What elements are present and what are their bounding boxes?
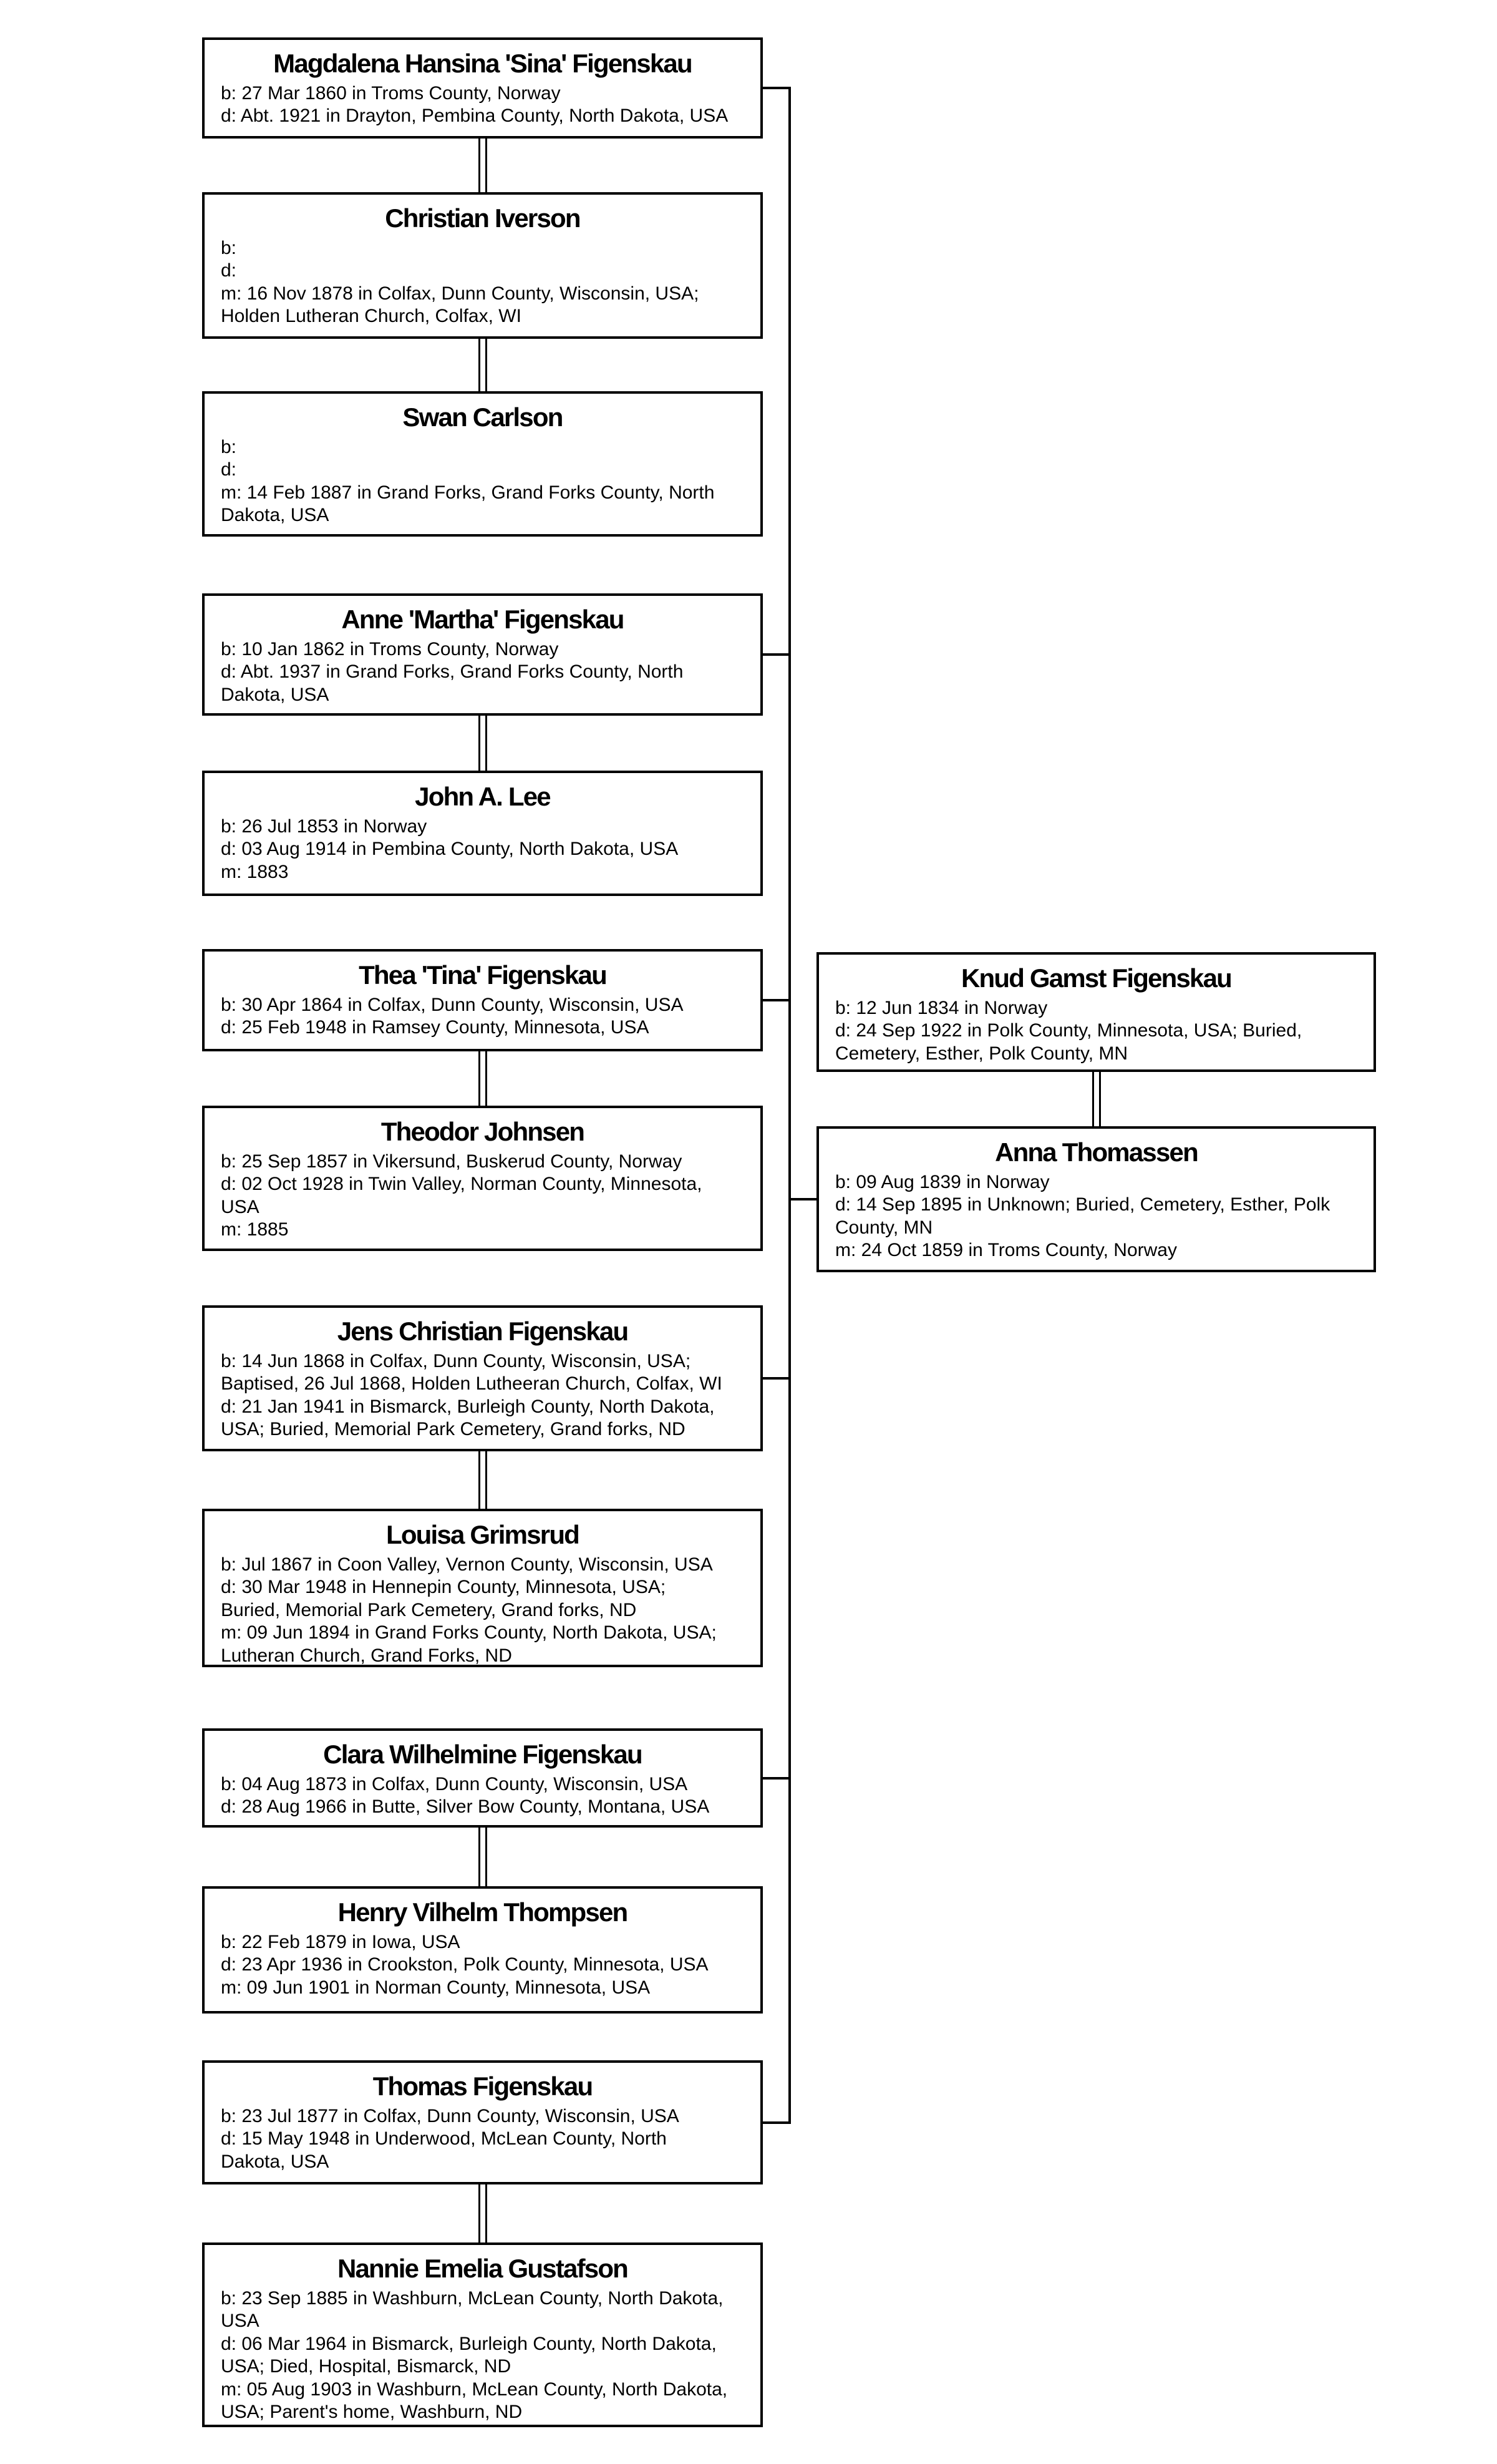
person-detail-line: b: 30 Apr 1864 in Colfax, Dunn County, W… (221, 994, 684, 1015)
person-box-theodor-johnsen[interactable]: Theodor Johnsen b: 25 Sep 1857 in Vikers… (202, 1106, 763, 1251)
person-name: Anna Thomassen (995, 1137, 1199, 1167)
child-connector-line (760, 653, 791, 656)
person-detail-line: b: (221, 436, 237, 457)
person-name: Henry Vilhelm Thompsen (337, 1897, 629, 1927)
person-detail-line: Buried, Memorial Park Cemetery, Grand fo… (221, 1599, 637, 1620)
person-detail-line: Lutheran Church, Grand Forks, ND (221, 1645, 512, 1666)
person-box-clara-wilhelmine-figenskau[interactable]: Clara Wilhelmine Figenskau b: 04 Aug 187… (202, 1728, 763, 1828)
person-detail-line: b: 25 Sep 1857 in Vikersund, Buskerud Co… (221, 1151, 682, 1172)
person-name: Knud Gamst Figenskau (961, 963, 1233, 993)
person-name: Nannie Emelia Gustafson (337, 2253, 629, 2283)
person-box-thea-tina-figenskau[interactable]: Thea 'Tina' Figenskau b: 30 Apr 1864 in … (202, 949, 763, 1051)
person-box-louisa-grimsrud[interactable]: Louisa Grimsrud b: Jul 1867 in Coon Vall… (202, 1509, 763, 1667)
person-detail-line: b: 10 Jan 1862 in Troms County, Norway (221, 638, 559, 660)
person-box-christian-iverson[interactable]: Christian Iverson b: d: m: 16 Nov 1878 i… (202, 192, 763, 339)
person-detail-line: m: 05 Aug 1903 in Washburn, McLean Count… (221, 2379, 728, 2400)
person-detail-line: m: 24 Oct 1859 in Troms County, Norway (835, 1240, 1177, 1261)
person-detail-line: d: 06 Mar 1964 in Bismarck, Burleigh Cou… (221, 2333, 717, 2354)
child-connector-line (760, 999, 791, 1001)
person-detail-line: b: 23 Jul 1877 in Colfax, Dunn County, W… (221, 2105, 679, 2126)
person-detail-line: Dakota, USA (221, 684, 329, 705)
person-name: John A. Lee (415, 781, 551, 811)
person-detail-line: d: 15 May 1948 in Underwood, McLean Coun… (221, 2128, 667, 2150)
person-detail-line: b: 23 Sep 1885 in Washburn, McLean Count… (221, 2287, 724, 2309)
parent-connector-line (788, 1198, 818, 1200)
person-detail-line: m: 1885 (221, 1219, 289, 1240)
person-detail-line: b: 22 Feb 1879 in Iowa, USA (221, 1931, 460, 1952)
child-connector-line (760, 2121, 791, 2124)
child-connector-line (760, 1776, 791, 1780)
person-detail-line: d: 28 Aug 1966 in Butte, Silver Bow Coun… (221, 1796, 710, 1818)
person-name: Clara Wilhelmine Figenskau (323, 1739, 642, 1769)
person-detail-line: b: (221, 237, 237, 258)
person-detail-line: d: 21 Jan 1941 in Bismarck, Burleigh Cou… (221, 1396, 715, 1417)
person-box-jens-christian-figenskau[interactable]: Jens Christian Figenskau b: 14 Jun 1868 … (202, 1305, 763, 1451)
person-box-john-a-lee[interactable]: John A. Lee b: 26 Jul 1853 in Norway d: … (202, 771, 763, 896)
person-name: Theodor Johnsen (380, 1116, 585, 1146)
person-detail-line: d: 03 Aug 1914 in Pembina County, North … (221, 839, 679, 860)
person-box-magdalena-hansina-sina-figenskau[interactable]: Magdalena Hansina 'Sina' Figenskau b: 27… (202, 37, 763, 139)
person-detail-line: b: 12 Jun 1834 in Norway (835, 997, 1048, 1018)
marriage-connector (478, 139, 487, 192)
person-box-swan-carlson[interactable]: Swan Carlson b: d: m: 14 Feb 1887 in Gra… (202, 391, 763, 537)
marriage-connector (478, 1451, 487, 1509)
person-box-thomas-figenskau[interactable]: Thomas Figenskau b: 23 Jul 1877 in Colfa… (202, 2060, 763, 2184)
person-name: Magdalena Hansina 'Sina' Figenskau (273, 48, 692, 78)
person-detail-line: m: 09 Jun 1894 in Grand Forks County, No… (221, 1622, 717, 1643)
person-name: Thea 'Tina' Figenskau (359, 960, 608, 990)
person-detail-line: USA (221, 1196, 259, 1217)
person-detail-line: d: (221, 459, 237, 480)
person-detail-line: USA; Died, Hospital, Bismarck, ND (221, 2356, 511, 2377)
person-detail-line: Holden Lutheran Church, Colfax, WI (221, 306, 521, 327)
person-detail-line: USA; Parent's home, Washburn, ND (221, 2402, 523, 2423)
person-detail-line: d: 14 Sep 1895 in Unknown; Buried, Cemet… (835, 1194, 1330, 1215)
marriage-connector (478, 2184, 487, 2242)
person-detail-line: USA; Buried, Memorial Park Cemetery, Gra… (221, 1419, 686, 1440)
person-detail-line: d: Abt. 1937 in Grand Forks, Grand Forks… (221, 661, 684, 683)
person-detail-line: b: 27 Mar 1860 in Troms County, Norway (221, 82, 561, 104)
person-detail-line: m: 09 Jun 1901 in Norman County, Minneso… (221, 1977, 651, 1998)
person-detail-line: d: 30 Mar 1948 in Hennepin County, Minne… (221, 1577, 666, 1598)
person-name: Christian Iverson (385, 203, 581, 233)
marriage-connector (478, 1828, 487, 1886)
person-name: Swan Carlson (402, 402, 563, 432)
person-detail-line: d: 02 Oct 1928 in Twin Valley, Norman Co… (221, 1174, 702, 1195)
marriage-connector (478, 716, 487, 771)
person-detail-line: d: 25 Feb 1948 in Ramsey County, Minneso… (221, 1017, 649, 1038)
marriage-connector (478, 339, 487, 391)
person-detail-line: County, MN (835, 1217, 933, 1238)
descent-bus-line (788, 87, 791, 2124)
person-detail-line: USA (221, 2311, 259, 2332)
person-box-henry-vilhelm-thompsen[interactable]: Henry Vilhelm Thompsen b: 22 Feb 1879 in… (202, 1886, 763, 2014)
person-detail-line: d: (221, 260, 237, 281)
marriage-connector (478, 1051, 487, 1106)
person-box-knud-gamst-figenskau[interactable]: Knud Gamst Figenskau b: 12 Jun 1834 in N… (816, 952, 1376, 1072)
person-name: Anne 'Martha' Figenskau (341, 604, 624, 634)
marriage-connector (1092, 1072, 1101, 1126)
person-box-nannie-emelia-gustafson[interactable]: Nannie Emelia Gustafson b: 23 Sep 1885 i… (202, 2242, 763, 2427)
person-detail-line: d: 24 Sep 1922 in Polk County, Minnesota… (835, 1020, 1302, 1041)
person-detail-line: m: 16 Nov 1878 in Colfax, Dunn County, W… (221, 283, 699, 304)
child-connector-line (760, 1377, 791, 1380)
child-connector-line (760, 87, 791, 89)
person-detail-line: d: 23 Apr 1936 in Crookston, Polk County… (221, 1954, 709, 1975)
person-detail-line: b: Jul 1867 in Coon Valley, Vernon Count… (221, 1554, 713, 1575)
person-box-anna-thomassen[interactable]: Anna Thomassen b: 09 Aug 1839 in Norway … (816, 1126, 1376, 1272)
person-detail-line: b: 14 Jun 1868 in Colfax, Dunn County, W… (221, 1350, 691, 1371)
person-name: Thomas Figenskau (372, 2071, 593, 2101)
person-detail-line: b: 26 Jul 1853 in Norway (221, 816, 427, 837)
person-detail-line: b: 09 Aug 1839 in Norway (835, 1171, 1050, 1192)
person-box-anne-martha-figenskau[interactable]: Anne 'Martha' Figenskau b: 10 Jan 1862 i… (202, 593, 763, 716)
person-detail-line: d: Abt. 1921 in Drayton, Pembina County,… (221, 105, 729, 127)
person-detail-line: m: 1883 (221, 861, 289, 882)
person-detail-line: Dakota, USA (221, 2151, 329, 2172)
person-detail-line: Baptised, 26 Jul 1868, Holden Lutheeran … (221, 1373, 722, 1395)
person-name: Louisa Grimsrud (385, 1519, 580, 1549)
person-detail-line: Dakota, USA (221, 505, 329, 526)
person-detail-line: Cemetery, Esther, Polk County, MN (835, 1043, 1128, 1064)
person-name: Jens Christian Figenskau (337, 1316, 629, 1346)
person-detail-line: m: 14 Feb 1887 in Grand Forks, Grand For… (221, 482, 715, 503)
person-detail-line: b: 04 Aug 1873 in Colfax, Dunn County, W… (221, 1773, 688, 1794)
